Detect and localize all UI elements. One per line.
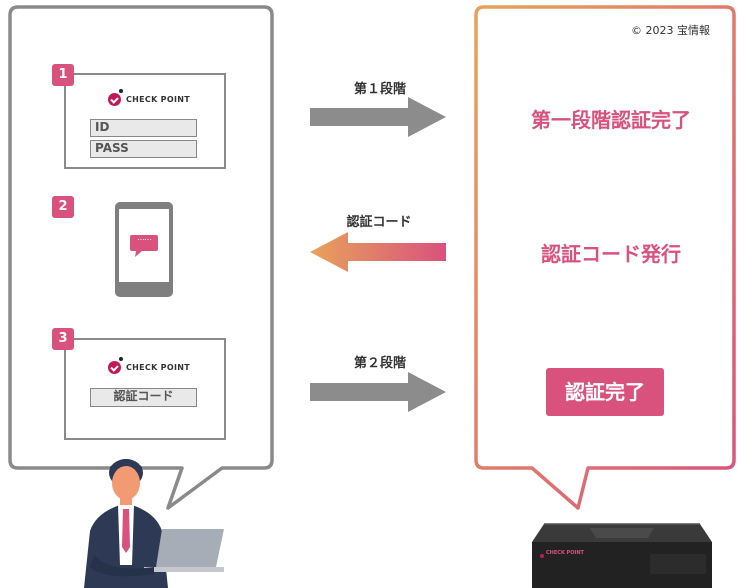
first-stage-complete-text: 第一段階認証完了	[531, 108, 691, 132]
sms-message-dots: ……	[137, 233, 152, 242]
auth-code-field[interactable]: 認証コード	[90, 388, 197, 407]
arrow-left-code-icon	[310, 232, 446, 272]
user-illustration	[84, 459, 224, 588]
password-field[interactable]: PASS	[90, 140, 197, 158]
arrow-right-step1-icon	[310, 97, 446, 137]
copyright-text: © 2023 宝情報	[631, 24, 710, 37]
arrow-label-code: 認証コード	[346, 215, 412, 230]
auth-complete-badge: 認証完了	[546, 368, 664, 416]
step-badge-2: 2	[52, 196, 74, 218]
server-speech-bubble	[474, 5, 736, 510]
id-field[interactable]: ID	[90, 119, 197, 137]
smartphone-icon	[115, 202, 173, 297]
appliance-logo: CHECK POINT	[546, 550, 584, 556]
checkpoint-logo: CHECK POINT	[108, 89, 190, 106]
arrow-right-step2-icon	[310, 372, 446, 412]
step-badge-3: 3	[52, 328, 74, 350]
checkpoint-mark-icon	[108, 93, 121, 106]
step-badge-1: 1	[52, 64, 74, 86]
checkpoint-logo: CHECK POINT	[108, 357, 190, 374]
security-appliance-image	[532, 523, 712, 588]
checkpoint-mark-icon	[108, 361, 121, 374]
arrow-label-step2: 第２段階	[353, 356, 406, 371]
code-issued-text: 認証コード発行	[541, 242, 681, 266]
arrow-label-step1: 第１段階	[353, 82, 406, 97]
